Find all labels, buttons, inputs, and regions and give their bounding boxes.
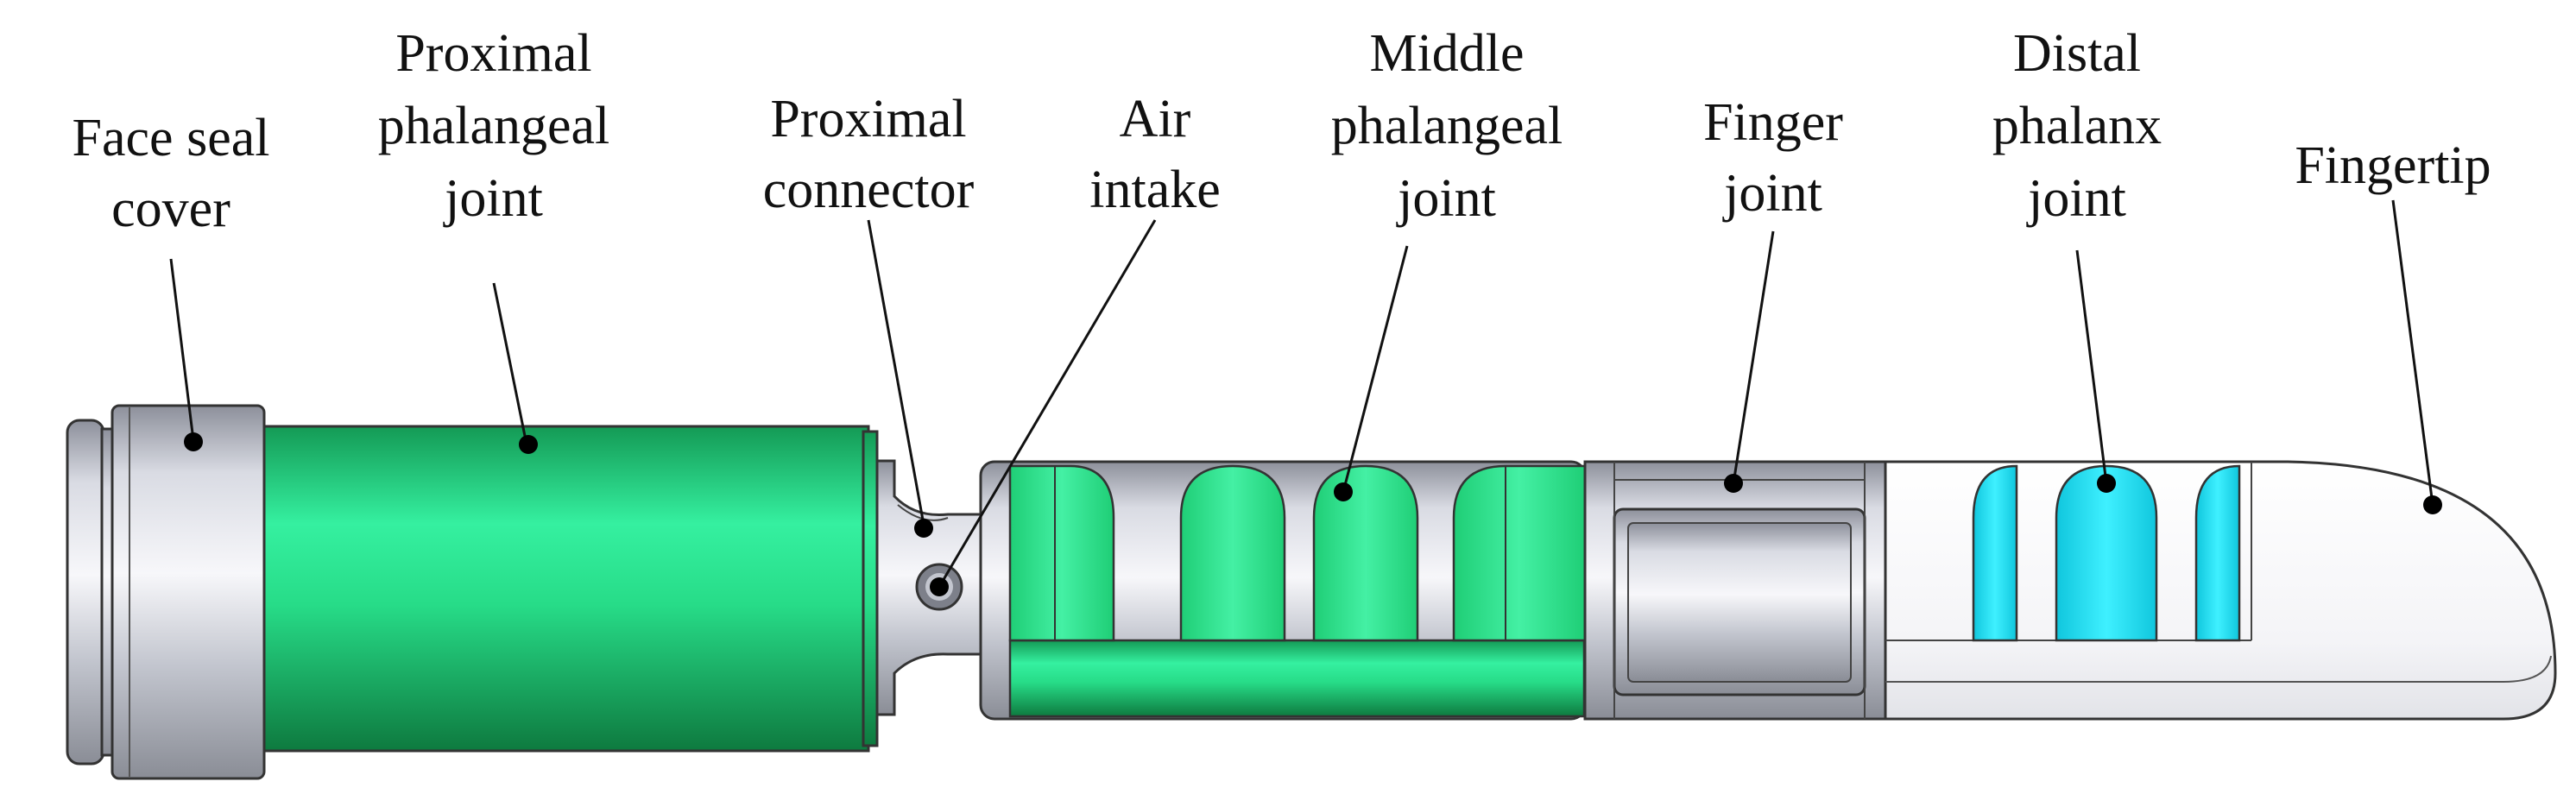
leader-proximal-connector	[867, 219, 925, 526]
label-proximal-phalangeal-joint-line1: Proximal	[395, 24, 591, 83]
dot-finger-joint	[1724, 474, 1743, 493]
dot-distal-phalanx-joint	[2097, 474, 2116, 493]
proximal-phalangeal-joint-part	[262, 425, 879, 753]
labels: Face seal cover Proximal phalangeal join…	[73, 24, 2491, 238]
leader-finger-joint	[1732, 230, 1775, 484]
label-middle-phalangeal-joint-line2: phalangeal	[1331, 97, 1563, 155]
dot-proximal-connector	[914, 519, 933, 538]
label-proximal-phalangeal-joint-line2: phalangeal	[378, 97, 610, 155]
dot-proximal-phalangeal-joint	[519, 435, 538, 454]
label-air-intake-line2: intake	[1089, 161, 1221, 219]
leader-distal-phalanx-joint	[2075, 249, 2108, 484]
dot-fingertip	[2423, 495, 2442, 514]
leader-fingertip	[2391, 199, 2434, 506]
label-finger-joint-line1: Finger	[1703, 93, 1843, 152]
label-proximal-phalangeal-joint-line3: joint	[443, 169, 543, 228]
label-fingertip: Fingertip	[2295, 136, 2491, 195]
dot-middle-phalangeal-joint	[1334, 482, 1353, 501]
label-middle-phalangeal-joint-line1: Middle	[1369, 24, 1524, 83]
label-face-seal-cover-line2: cover	[111, 180, 230, 238]
leader-lines	[169, 199, 2434, 588]
leader-face-seal-cover	[169, 258, 195, 441]
label-distal-phalanx-joint-line1: Distal	[2013, 24, 2141, 83]
label-distal-phalanx-joint-line2: phalanx	[1992, 97, 2162, 155]
proximal-connector-part	[875, 459, 982, 716]
label-middle-phalangeal-joint-line3: joint	[1396, 169, 1496, 228]
leader-dots	[184, 432, 2442, 596]
leader-air-intake	[938, 219, 1157, 588]
label-air-intake-line1: Air	[1120, 90, 1191, 148]
face-seal-cover-part	[66, 404, 266, 780]
middle-phalangeal-chambers	[1179, 464, 1587, 642]
distal-phalanx-chambers	[1972, 464, 2241, 642]
label-finger-joint-line2: joint	[1722, 164, 1822, 223]
label-proximal-connector-line2: connector	[763, 161, 975, 219]
dot-air-intake	[930, 577, 949, 596]
label-proximal-connector-line1: Proximal	[770, 90, 966, 148]
finger-joint-part	[1583, 460, 1887, 721]
dot-face-seal-cover	[184, 432, 203, 451]
leader-proximal-phalangeal-joint	[492, 282, 528, 445]
leader-middle-phalangeal-joint	[1342, 245, 1409, 493]
label-distal-phalanx-joint-line3: joint	[2026, 169, 2126, 228]
label-face-seal-cover-line1: Face seal	[73, 109, 270, 167]
